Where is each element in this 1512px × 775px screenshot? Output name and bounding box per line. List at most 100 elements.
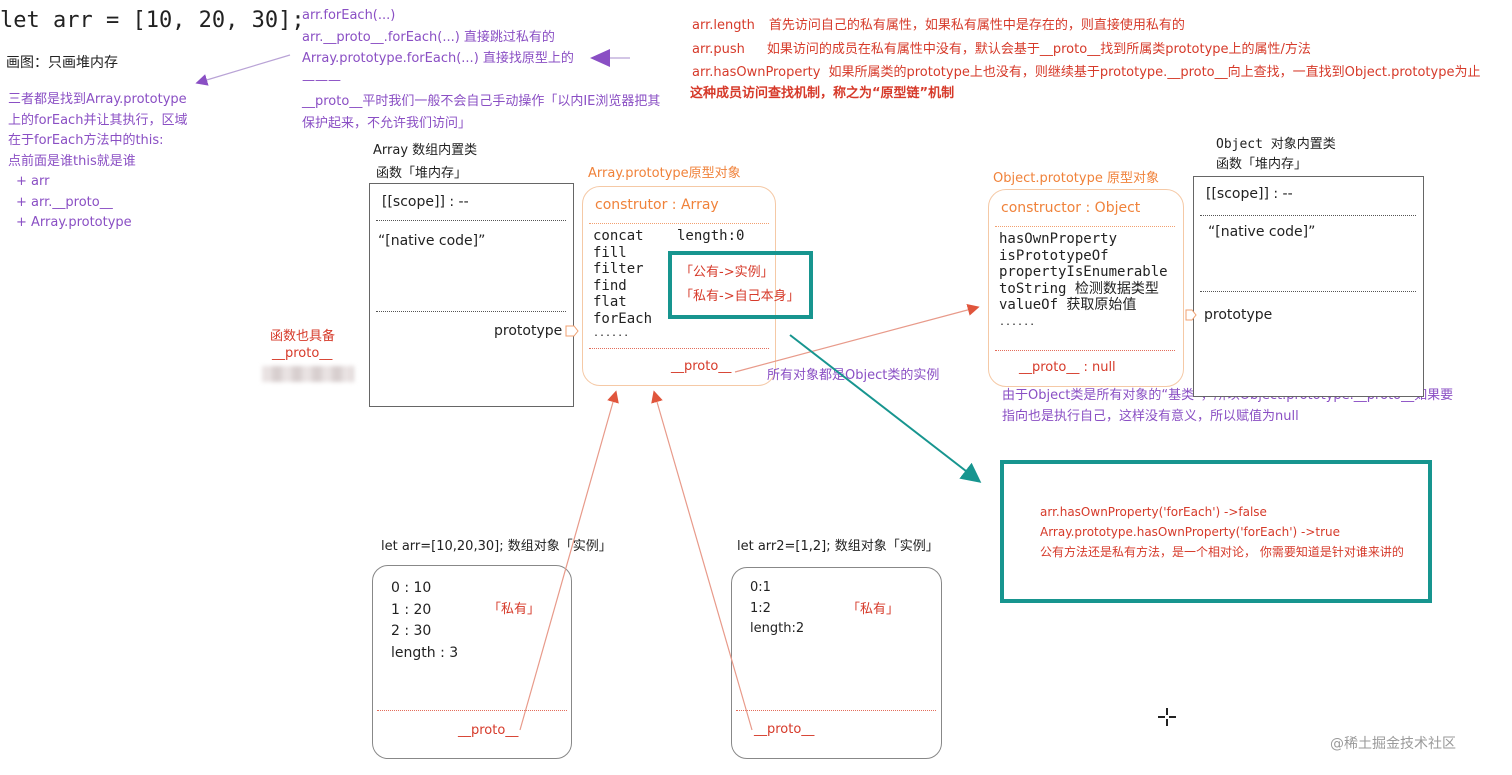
top-right-note-line: arr.hasOwnProperty 如果所属类的prototype上也没有，则继… xyxy=(692,61,1480,85)
object-class-box: [[scope]] : -- “[native code]” prototype xyxy=(1193,176,1424,397)
left-notes: 三者都是找到Array.prototype 上的forEach并让其执行，区域 … xyxy=(8,90,187,234)
array-scope: [[scope]] : -- xyxy=(382,194,469,210)
object-note-line: 指向也是执行自己，这样没有意义，所以赋值为null xyxy=(1002,409,1299,424)
instance2-rows: 0:1 1:2 length:2 xyxy=(750,578,804,640)
object-class-subtitle: 函数「堆内存」 xyxy=(1216,157,1308,172)
instance1-box: 0 : 10 1 : 20 2 : 30 length : 3 「私有」 __p… xyxy=(372,565,572,759)
method-item: propertyIsEnumerable xyxy=(999,264,1168,280)
object-proto-methods: hasOwnProperty isPrototypeOf propertyIsE… xyxy=(999,231,1168,332)
has-own-property-box: arr.hasOwnProperty('forEach') ->false Ar… xyxy=(1000,460,1432,603)
all-objects-note: 所有对象都是Object类的实例 xyxy=(767,368,940,383)
array-proto-length: length:0 xyxy=(677,228,745,244)
divider xyxy=(376,311,566,312)
heading-note: 画图：只画堆内存 xyxy=(6,55,118,71)
top-mid-notes: arr.forEach(...) arr.__proto__.forEach(.… xyxy=(302,5,660,134)
top-right-note-line: arr.push 如果访问的成员在私有属性中没有，默认会基于__proto__找到… xyxy=(692,38,1480,62)
top-mid-note-line: arr.forEach(...) xyxy=(302,8,396,23)
left-note-line: + arr.__proto__ xyxy=(16,194,113,210)
has-own-property-notes: arr.hasOwnProperty('forEach') ->false Ar… xyxy=(1040,502,1404,562)
divider xyxy=(1200,215,1416,216)
left-note-line: 在于forEach方法中的this: xyxy=(8,133,164,148)
note-key: arr.hasOwnProperty xyxy=(692,65,821,80)
instance-row: 1:2 xyxy=(750,600,771,616)
note-key: arr.push xyxy=(692,41,745,57)
top-mid-note-line: Array.prototype.forEach(...) 直接找原型上的 xyxy=(302,51,574,66)
method-item: ...... xyxy=(593,328,630,339)
method-item: valueOf 获取原始值 xyxy=(999,297,1137,313)
public-label: 「公有->实例」 xyxy=(680,265,774,280)
crosshair-cursor-icon xyxy=(1156,706,1178,728)
instance2-private: 「私有」 xyxy=(847,602,900,617)
left-note-line: + Array.prototype xyxy=(16,215,132,230)
top-right-note-line: arr.length 首先访问自己的私有属性，如果私有属性中是存在的，则直接使用私… xyxy=(692,14,1480,38)
instance2-title: let arr2=[1,2]; 数组对象「实例」 xyxy=(737,539,939,554)
instance1-private: 「私有」 xyxy=(488,602,541,617)
object-class-title: Object 对象内置类 xyxy=(1216,137,1336,152)
method-item: toString 检测数据类型 xyxy=(999,280,1159,297)
array-proto-title: Array.prototype原型对象 xyxy=(588,166,741,181)
array-proto-box: construtor : Array concat fill filter fi… xyxy=(582,186,776,386)
top-mid-note-line: ——— xyxy=(302,72,341,88)
arrow-instance2-proto xyxy=(651,390,753,731)
object-proto-title: Object.prototype 原型对象 xyxy=(993,171,1159,186)
instance-row: 2 : 30 xyxy=(391,623,432,639)
arrow-proto-to-object xyxy=(734,304,980,373)
left-note-line: 三者都是找到Array.prototype xyxy=(8,92,187,107)
divider xyxy=(736,710,936,711)
prototype-chain-conclusion: 这种成员访问查找机制，称之为“原型链”机制 xyxy=(690,86,955,101)
array-class-title: Array 数组内置类 xyxy=(373,143,478,158)
arrow-to-has-own-property-box xyxy=(789,334,982,483)
array-class-subtitle: 函数「堆内存」 xyxy=(376,166,468,181)
instance-row: length : 3 xyxy=(391,644,459,661)
instance1-rows: 0 : 10 1 : 20 2 : 30 length : 3 xyxy=(391,578,458,664)
divider xyxy=(377,710,567,711)
private-label: 「私有->自己本身」 xyxy=(680,289,800,304)
divider xyxy=(1200,291,1416,292)
method-item: fill xyxy=(593,244,627,261)
watermark: @稀土掘金技术社区 xyxy=(1330,736,1456,752)
array-proto-methods: concat fill filter find flat forEach ...… xyxy=(593,228,652,341)
left-note-line: + arr xyxy=(16,174,50,189)
instance-row: 0:1 xyxy=(750,580,771,595)
divider xyxy=(376,220,566,221)
object-proto-box: constructor : Object hasOwnProperty isPr… xyxy=(988,189,1184,387)
method-item: ...... xyxy=(999,316,1036,328)
left-note-line: 点前面是谁this就是谁 xyxy=(8,153,136,169)
teal-note-line: 公有方法还是私有方法，是一个相对论， 你需要知道是针对谁来讲的 xyxy=(1040,545,1404,559)
divider xyxy=(995,350,1175,351)
array-prototype-label: prototype xyxy=(494,323,563,339)
object-proto-constructor: constructor : Object xyxy=(1001,200,1141,216)
arrow-to-left-notes xyxy=(195,54,291,86)
note-key: arr.length xyxy=(692,18,755,33)
func-proto-note: __proto__ xyxy=(272,346,333,361)
divider xyxy=(995,226,1175,227)
object-scope: [[scope]] : -- xyxy=(1206,186,1293,202)
method-item: forEach xyxy=(593,310,653,327)
top-right-notes: arr.length 首先访问自己的私有属性，如果私有属性中是存在的，则直接使用私… xyxy=(692,14,1480,85)
method-item: hasOwnProperty xyxy=(999,231,1118,247)
note-text: 如果访问的成员在私有属性中没有，默认会基于__proto__找到所属类proto… xyxy=(766,41,1311,57)
divider xyxy=(589,223,769,224)
public-private-box: 「公有->实例」 「私有->自己本身」 xyxy=(668,251,813,319)
arrow-instance1-proto xyxy=(519,390,619,731)
blurred-region xyxy=(262,366,354,382)
instance-row: length:2 xyxy=(750,621,805,636)
left-note-line: 上的forEach并让其执行，区域 xyxy=(8,112,188,128)
array-proto-proto: __proto__ xyxy=(671,359,732,374)
instance1-title: let arr=[10,20,30]; 数组对象「实例」 xyxy=(381,539,612,554)
note-text: 首先访问自己的私有属性，如果私有属性中是存在的，则直接使用私有的 xyxy=(768,18,1185,33)
object-proto-proto: __proto__ : null xyxy=(1019,360,1116,375)
method-item: filter xyxy=(593,261,644,277)
object-native-code: “[native code]” xyxy=(1208,224,1316,240)
divider xyxy=(589,348,769,349)
instance-row: 1 : 20 xyxy=(391,601,432,618)
instance1-proto: __proto__ xyxy=(458,723,519,738)
array-class-box: [[scope]] : -- “[native code]” prototype xyxy=(369,183,574,407)
method-item: isPrototypeOf xyxy=(999,247,1109,264)
note-text: 如果所属类的prototype上也没有，则继续基于prototype.__pro… xyxy=(828,65,1481,80)
teal-note-line: arr.hasOwnProperty('forEach') ->false xyxy=(1040,505,1267,519)
top-mid-note-line: 保护起来，不允许我们访问」 xyxy=(302,115,472,131)
arrow-head-icon xyxy=(590,49,610,67)
top-mid-note-line: __proto__平时我们一般不会自己手动操作「以内IE浏览器把其 xyxy=(302,94,661,109)
